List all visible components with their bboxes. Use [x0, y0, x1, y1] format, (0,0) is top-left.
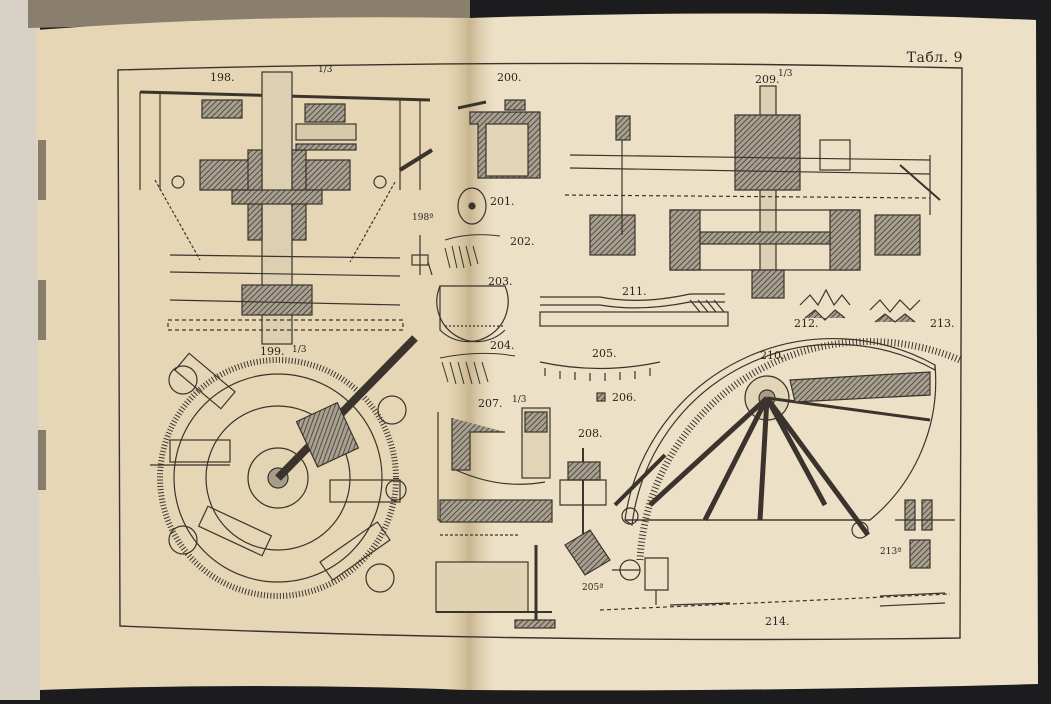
figure-213a-drawing [895, 499, 955, 569]
figure-205a-label: 205ª [582, 583, 604, 593]
figure-198-scale: 1/3 [318, 65, 333, 75]
figure-207-label: 207. [478, 397, 503, 410]
book-top-edge [28, 0, 470, 28]
figure-200-label: 200. [497, 71, 522, 84]
figure-201-label: 201. [490, 195, 515, 208]
plate-table-label: Табл. 9 [906, 50, 963, 66]
figure-205-label: 205. [592, 347, 617, 360]
figure-208-drawing [559, 448, 669, 605]
figure-210-label: 210. [760, 349, 785, 362]
binding-holes [38, 140, 46, 490]
figure-206-label: 206. [612, 391, 637, 404]
figure-213a-label: 213ª [880, 547, 902, 557]
figure-212-drawing [799, 288, 851, 321]
figure-199-label: 199. [260, 345, 285, 358]
figure-198-drawing [139, 71, 434, 345]
figure-205-drawing [539, 361, 661, 381]
figure-204-drawing [439, 352, 516, 385]
figure-198a-drawing [411, 235, 433, 276]
right-page [470, 13, 1038, 691]
figure-202-label: 202. [510, 235, 535, 248]
figure-202-drawing [444, 234, 501, 269]
figure-203-drawing [436, 285, 509, 343]
figure-214-label: 214. [765, 615, 790, 628]
figure-208-label: 208. [578, 427, 603, 440]
left-page [36, 17, 470, 690]
figure-199-drawing [150, 335, 418, 599]
figure-201-drawing [457, 187, 487, 225]
figure-210-drawing [613, 337, 962, 561]
figure-209-scale: 1/3 [778, 69, 793, 79]
figure-209-drawing [564, 85, 941, 299]
figure-214-drawing [599, 592, 951, 611]
figure-213-drawing [869, 299, 921, 323]
book-cover-left [0, 0, 40, 700]
figure-t-drawing [435, 545, 556, 629]
figure-207-scale: 1/3 [512, 395, 527, 405]
figure-199-scale: 1/3 [292, 345, 307, 355]
figure-198-label: 198. [210, 71, 235, 84]
figure-211-label: 211. [622, 285, 647, 298]
figure-200-drawing [457, 99, 541, 179]
figure-206-drawing [596, 392, 606, 402]
figure-198a-label: 198ª [412, 213, 434, 223]
figure-213-label: 213. [930, 317, 955, 330]
figure-211-drawing [539, 293, 729, 327]
figure-212-label: 212. [794, 317, 819, 330]
figure-207-drawing [437, 407, 553, 536]
figure-204-label: 204. [490, 339, 515, 352]
plate-frame [117, 62, 963, 641]
figure-209-label: 209. [755, 73, 780, 86]
figure-203-label: 203. [488, 275, 513, 288]
